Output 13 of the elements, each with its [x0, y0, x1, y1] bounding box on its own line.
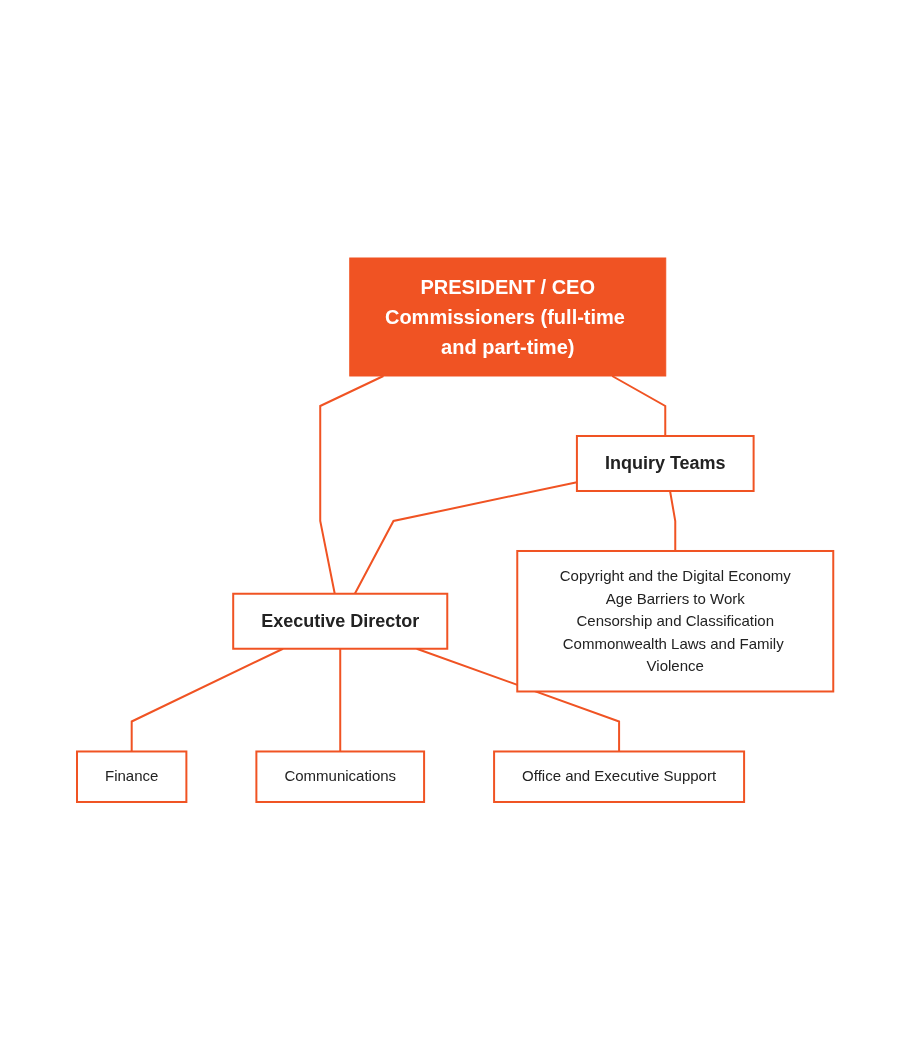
node-box: Inquiry Teams: [576, 435, 755, 492]
node-box: Copyright and the Digital Economy Age Barriers to Work Censorship and Classification Commonwealth Laws and Family Violence: [516, 550, 835, 693]
connector: [611, 375, 667, 437]
node-box: PRESIDENT / CEO Commissioners (full-time and part-time): [349, 257, 667, 377]
node-box: Office and Executive Support: [493, 750, 746, 803]
connector: [339, 647, 342, 753]
node-box: Finance: [76, 750, 188, 803]
node-box: Executive Director: [232, 592, 449, 650]
connector: [131, 647, 285, 753]
connector: [319, 375, 385, 595]
connector: [669, 490, 677, 552]
connector: [416, 647, 621, 753]
node-box: Communications: [255, 750, 426, 803]
